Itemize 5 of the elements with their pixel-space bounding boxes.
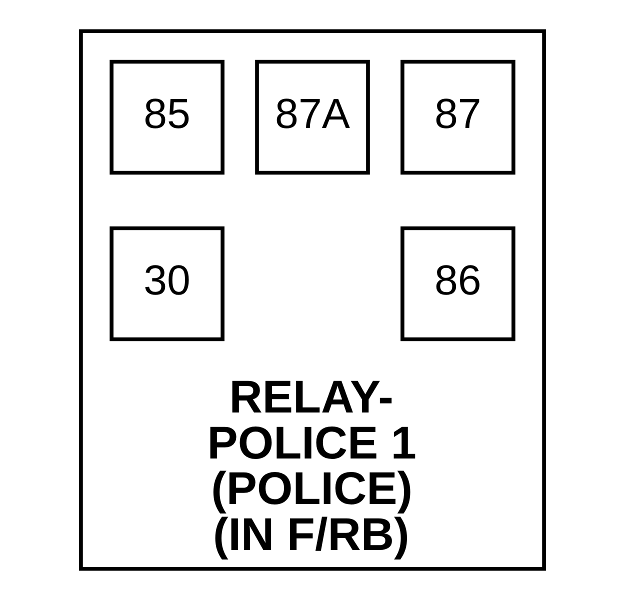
- node-box: 87: [400, 60, 515, 175]
- node-box: 85: [109, 60, 224, 175]
- node-box: 87A: [254, 60, 370, 175]
- node-box: 86: [400, 226, 515, 342]
- node-box: 30: [109, 226, 224, 342]
